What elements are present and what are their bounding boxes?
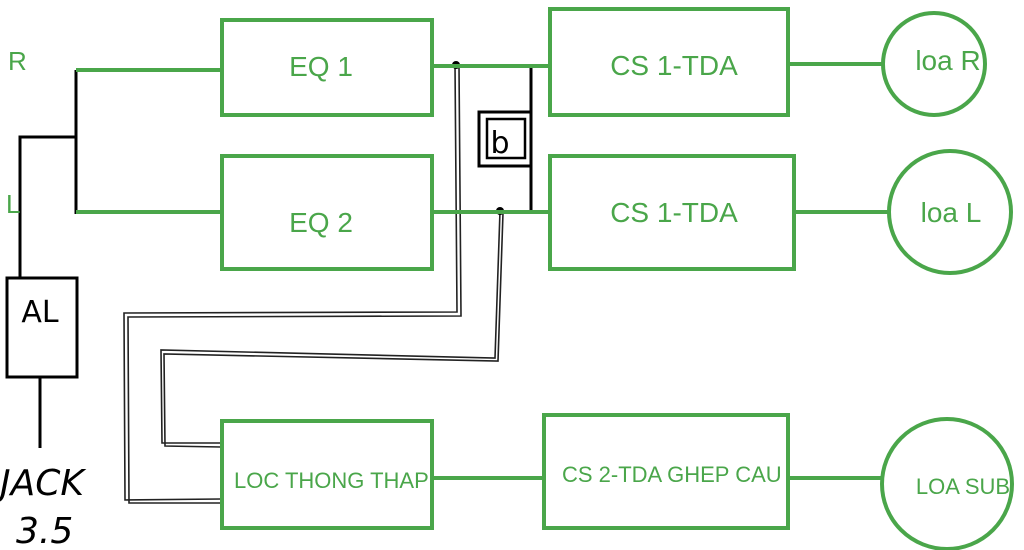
- sub-amp-block: CS 2-TDA GHEP CAU: [542, 413, 790, 530]
- input-l-label: L: [6, 189, 20, 219]
- speaker-sub-label: LOA SUB: [916, 474, 1010, 499]
- speaker-r: loa R: [881, 11, 987, 117]
- eq2-to-lowpass-wire: [160, 210, 501, 444]
- black-wiring: [18, 61, 533, 504]
- splitter-to-al-line: [18, 135, 76, 278]
- al-label: AL: [21, 295, 59, 330]
- eq1-to-lowpass-wire-double: [127, 65, 462, 504]
- amp-r-block: CS 1-TDA: [548, 7, 790, 117]
- eq1-block: EQ 1: [220, 18, 434, 117]
- lowpass-block: LOC THONG THAP: [220, 419, 434, 530]
- amp-r-label: CS 1-TDA: [610, 50, 738, 81]
- eq1-label: EQ 1: [289, 51, 353, 82]
- eq1-to-lowpass-wire: [123, 63, 458, 501]
- amp-l-label: CS 1-TDA: [610, 197, 738, 228]
- speaker-l: loa L: [887, 149, 1013, 275]
- sub-amp-label: CS 2-TDA GHEP CAU: [562, 462, 782, 487]
- switch-block: b: [477, 110, 533, 168]
- input-r-label: R: [8, 46, 27, 76]
- eq2-block: EQ 2: [220, 154, 434, 271]
- speaker-r-label: loa R: [915, 45, 980, 76]
- speaker-l-label: loa L: [921, 197, 982, 228]
- amp-l-block: CS 1-TDA: [548, 154, 796, 271]
- jack-label-line1: JACK: [0, 463, 86, 504]
- lowpass-label: LOC THONG THAP: [234, 468, 429, 493]
- speaker-sub: LOA SUB: [880, 417, 1014, 550]
- jack-label-line2: 3.5: [16, 511, 73, 550]
- switch-label: b: [490, 126, 509, 161]
- green-wiring: [76, 62, 888, 480]
- al-block: AL: [5, 276, 79, 379]
- eq2-to-lowpass-wire-double: [163, 212, 504, 448]
- eq2-label: EQ 2: [289, 207, 353, 238]
